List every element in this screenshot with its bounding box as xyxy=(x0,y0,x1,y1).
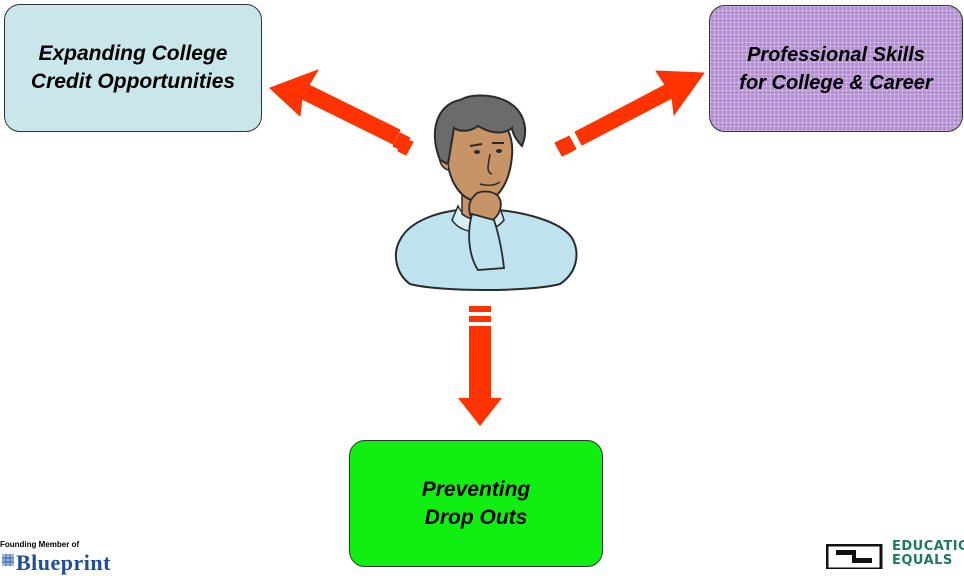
education-equals-line-2: EQUALS xyxy=(892,553,953,568)
left-box-line-2: Credit Opportunities xyxy=(30,70,236,93)
education-equals-logo: EDUCATION EQUALS xyxy=(826,540,964,569)
blueprint-mark-icon xyxy=(2,554,14,566)
professional-skills-label: Professional Skills for College & Career xyxy=(739,41,932,97)
person-forearm xyxy=(468,212,505,271)
bottom-box-line-1: Preventing xyxy=(421,477,531,501)
preventing-drop-outs-box: Preventing Drop Outs xyxy=(349,440,603,567)
person-nose xyxy=(487,153,493,175)
blueprint-logo-name: Blueprint xyxy=(16,550,111,575)
education-equals-line-1: EDUCATION xyxy=(892,540,964,554)
right-box-line-1: Professional Skills xyxy=(747,43,925,66)
arrow-to-bottom-box xyxy=(458,306,502,426)
blueprint-logo: Founding Member of Blueprint xyxy=(0,540,150,575)
left-box-line-1: Expanding College xyxy=(38,42,228,65)
education-equals-text: EDUCATION EQUALS xyxy=(892,540,964,568)
professional-skills-box: Professional Skills for College & Career xyxy=(709,5,963,132)
preventing-drop-outs-label: Preventing Drop Outs xyxy=(422,476,531,532)
blueprint-logo-caption: Founding Member of xyxy=(0,540,80,549)
arrow-to-right-box xyxy=(554,70,705,157)
education-equals-mark-icon xyxy=(826,544,883,569)
person-eye-left xyxy=(474,150,480,154)
arrow-to-left-box xyxy=(269,69,414,156)
expanding-college-credit-box: Expanding College Credit Opportunities xyxy=(4,4,262,132)
person-hair xyxy=(433,94,527,166)
person-mouth xyxy=(479,181,501,187)
right-box-line-2: for College & Career xyxy=(739,71,933,94)
bottom-box-line-2: Drop Outs xyxy=(424,505,528,529)
person-brows xyxy=(469,142,504,147)
person-eye-right xyxy=(496,149,502,153)
expanding-college-credit-label: Expanding College Credit Opportunities xyxy=(31,40,235,96)
